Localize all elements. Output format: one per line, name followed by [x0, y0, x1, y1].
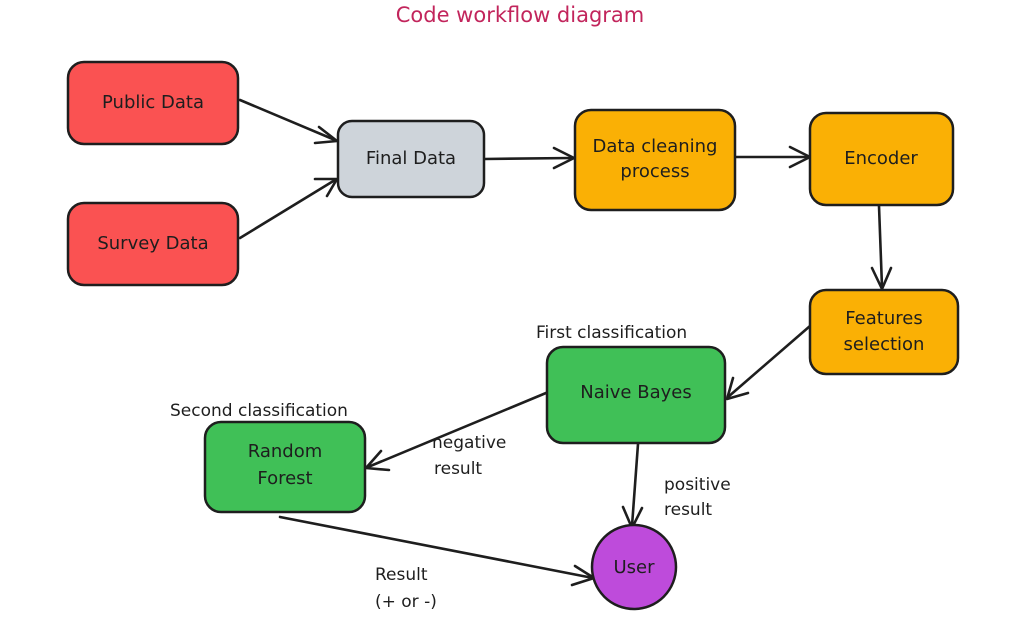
random-forest-label-line1: Random: [248, 441, 323, 462]
node-random-forest[interactable]: Random Forest: [203, 420, 367, 514]
diagram-title: Code workflow diagram: [396, 3, 645, 27]
node-survey-data[interactable]: Survey Data: [66, 201, 240, 287]
random-forest-box: [203, 420, 367, 514]
data-cleaning-label-line1: Data cleaning: [593, 136, 718, 157]
public-data-box: [66, 60, 240, 146]
naive-bayes-label: Naive Bayes: [580, 382, 691, 403]
survey-data-label: Survey Data: [97, 233, 208, 254]
final-result-label-line1: Result: [375, 565, 428, 585]
positive-result-label-line1: positive: [664, 475, 731, 495]
user-label: User: [613, 557, 655, 578]
edge-final-to-cleaning: [482, 146, 576, 170]
negative-result-label-line2: result: [434, 459, 482, 479]
edge-randomforest-to-user: [278, 515, 596, 587]
public-data-label: Public Data: [102, 92, 204, 113]
edge-features-to-naivebayes: [725, 324, 812, 401]
user-circle: [590, 523, 678, 611]
edge-survey-to-final: [238, 177, 339, 240]
features-selection-label-line2: selection: [844, 334, 925, 355]
random-forest-label-line2: Forest: [257, 468, 312, 489]
node-public-data[interactable]: Public Data: [66, 60, 240, 146]
edge-public-to-final: [238, 98, 339, 145]
final-data-box: [336, 119, 486, 199]
edge-naivebayes-to-user: [621, 442, 644, 530]
node-final-data[interactable]: Final Data: [336, 119, 486, 199]
second-classification-label: Second classification: [170, 401, 348, 421]
positive-result-label-line2: result: [664, 500, 712, 520]
survey-data-box: [66, 201, 240, 287]
data-cleaning-label-line2: process: [620, 161, 689, 182]
node-user[interactable]: User: [590, 523, 678, 611]
encoder-label: Encoder: [844, 148, 918, 169]
data-cleaning-box: [573, 108, 737, 212]
node-naive-bayes[interactable]: Naive Bayes: [545, 345, 727, 445]
naive-bayes-box: [545, 345, 727, 445]
node-encoder[interactable]: Encoder: [808, 111, 955, 207]
final-result-label-line2: (+ or -): [375, 592, 437, 612]
negative-result-label-line1: negative: [432, 433, 506, 453]
edge-cleaning-to-encoder: [734, 145, 812, 169]
node-data-cleaning[interactable]: Data cleaning process: [573, 108, 737, 212]
first-classification-label: First classification: [536, 323, 687, 343]
features-selection-label-line1: Features: [845, 308, 922, 329]
final-data-label: Final Data: [366, 148, 456, 169]
edge-encoder-to-features: [870, 204, 893, 291]
encoder-box: [808, 111, 955, 207]
node-features-selection[interactable]: Features selection: [808, 288, 960, 376]
features-selection-box: [808, 288, 960, 376]
